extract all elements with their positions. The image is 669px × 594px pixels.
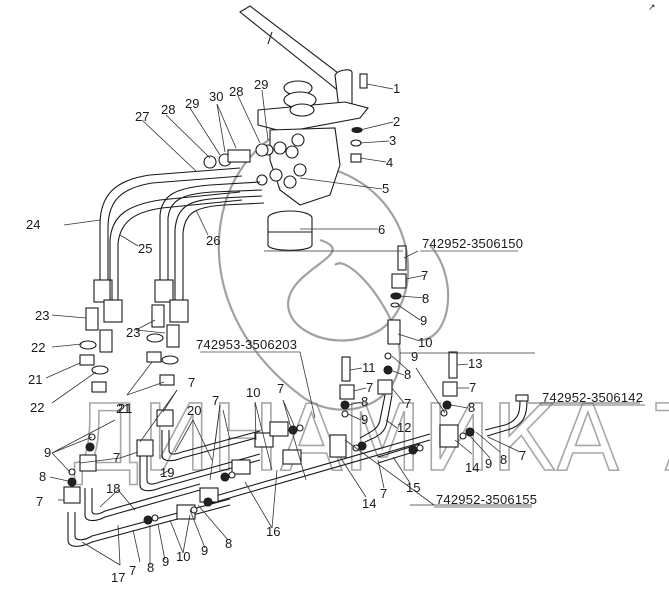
pipe-12 xyxy=(359,394,393,443)
callout-10-mid: 10 xyxy=(246,385,260,400)
washer-3 xyxy=(350,139,362,147)
part-number-3506142: 742952-3506142 xyxy=(542,390,643,405)
callout-7-top: 7 xyxy=(188,375,195,390)
fittings-28-30 xyxy=(203,143,269,169)
callout-22b: 22 xyxy=(30,400,44,415)
callout-23a: 23 xyxy=(35,308,49,323)
part-number-3506203: 742953-3506203 xyxy=(196,337,297,352)
callout-19: 19 xyxy=(160,465,174,480)
pipe-17 xyxy=(67,498,231,547)
pipe-16 xyxy=(204,433,431,506)
callout-27: 27 xyxy=(135,109,149,124)
tube-13 xyxy=(448,351,458,379)
callout-7-mid2: 7 xyxy=(404,396,411,411)
callout-6: 6 xyxy=(378,222,385,237)
callout-1: 1 xyxy=(393,81,400,96)
valve-cap-6 xyxy=(267,210,313,251)
hose-24 xyxy=(93,167,243,303)
callout-29b: 29 xyxy=(254,77,268,92)
callout-7-mid: 7 xyxy=(366,380,373,395)
tee-14 xyxy=(329,424,459,458)
callout-9-left: 9 xyxy=(44,445,51,460)
callout-7-right: 7 xyxy=(469,380,476,395)
callout-8-left: 8 xyxy=(39,469,46,484)
callout-8-bottom2: 8 xyxy=(225,536,232,551)
callout-9-upper: 9 xyxy=(420,313,427,328)
tube-11 xyxy=(341,356,351,382)
callout-7-left: 7 xyxy=(36,494,43,509)
callout-8-right: 8 xyxy=(468,400,475,415)
callout-28b: 28 xyxy=(229,84,243,99)
leader-lines xyxy=(45,83,640,566)
hose-27 xyxy=(169,195,265,323)
callout-10-bottom: 10 xyxy=(176,549,190,564)
misc-nuts-7 xyxy=(63,379,458,520)
callout-9-right: 9 xyxy=(485,456,492,471)
callout-10-upper: 10 xyxy=(418,335,432,350)
pipe-18 xyxy=(84,483,201,522)
callout-13: 13 xyxy=(468,356,482,371)
callout-9-bottom2: 9 xyxy=(201,543,208,558)
callout-11: 11 xyxy=(362,360,376,375)
callout-8-mid: 8 xyxy=(361,394,368,409)
callout-21a: 21 xyxy=(28,372,42,387)
pipe-19 xyxy=(139,453,261,492)
washer-2 xyxy=(351,126,363,134)
callout-7-upper: 7 xyxy=(421,268,428,283)
brake-valve-body xyxy=(256,127,341,206)
callout-9-mid2: 9 xyxy=(411,349,418,364)
part-number-3506150: 742952-3506150 xyxy=(422,236,523,251)
callout-7-top2: 7 xyxy=(212,393,219,408)
corner-mark: ↗ xyxy=(648,2,656,12)
callout-8-right2: 8 xyxy=(500,452,507,467)
callout-8-mid2: 8 xyxy=(404,367,411,382)
callout-14-left: 14 xyxy=(362,496,376,511)
brake-pedal xyxy=(239,5,369,133)
callout-28a: 28 xyxy=(161,102,175,117)
callout-21b: 21 xyxy=(118,401,132,416)
callout-25: 25 xyxy=(138,241,152,256)
nut-4 xyxy=(350,153,362,163)
washers-22 xyxy=(79,333,179,375)
callout-8-bottom: 8 xyxy=(147,560,154,575)
callout-7-bottom: 7 xyxy=(129,563,136,578)
callout-23b: 23 xyxy=(126,325,140,340)
bolt-1 xyxy=(359,73,368,89)
pipe-20 xyxy=(161,430,261,462)
callout-24: 24 xyxy=(26,217,40,232)
callout-9-mid: 9 xyxy=(361,412,368,427)
callout-5: 5 xyxy=(382,181,389,196)
callout-14-right: 14 xyxy=(465,460,479,475)
callouts: 1 2 3 4 5 6 24 25 26 27 28 29 30 28 29 2… xyxy=(26,77,526,585)
adapters-23 xyxy=(85,304,180,353)
callout-21c: 21 xyxy=(116,401,130,416)
callout-8-upper: 8 xyxy=(422,291,429,306)
callout-26: 26 xyxy=(206,233,220,248)
callout-16: 16 xyxy=(266,524,280,539)
callout-12: 12 xyxy=(397,420,411,435)
callout-30: 30 xyxy=(209,89,223,104)
callout-7-top3: 7 xyxy=(277,381,284,396)
callout-17: 17 xyxy=(111,570,125,585)
callout-3: 3 xyxy=(389,133,396,148)
callout-7-left2: 7 xyxy=(113,450,120,465)
callout-9-bottom: 9 xyxy=(162,554,169,569)
fitting-stack-3506150 xyxy=(387,245,407,345)
callout-7-right2: 7 xyxy=(519,448,526,463)
callout-20: 20 xyxy=(187,403,201,418)
part-number-3506155: 742952-3506155 xyxy=(436,492,537,507)
callout-2: 2 xyxy=(393,114,400,129)
callout-22a: 22 xyxy=(31,340,45,355)
callout-7-low: 7 xyxy=(380,486,387,501)
callout-15: 15 xyxy=(406,480,420,495)
callout-4: 4 xyxy=(386,155,393,170)
hose-26 xyxy=(154,181,263,303)
hose-25 xyxy=(103,191,243,323)
nuts-21 xyxy=(79,351,175,393)
callout-18: 18 xyxy=(106,481,120,496)
watermark-logo xyxy=(217,123,450,411)
callout-29a: 29 xyxy=(185,96,199,111)
pipe-3506142 xyxy=(484,394,529,437)
